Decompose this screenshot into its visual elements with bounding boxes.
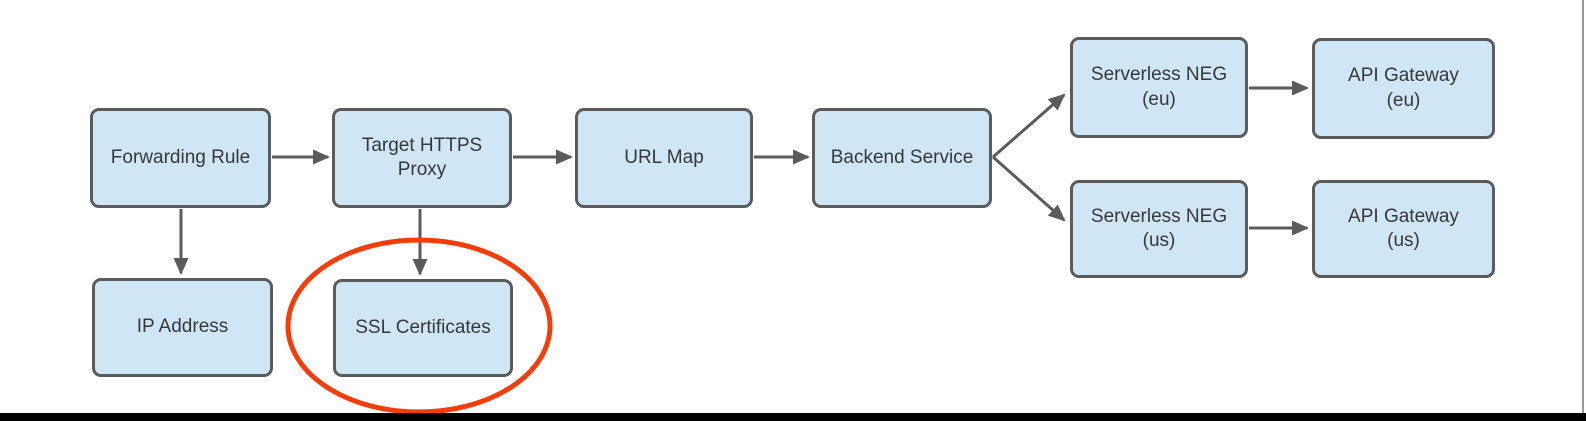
node-label: IP Address	[136, 316, 229, 338]
node-target-https-proxy: Target HTTPS Proxy	[332, 108, 512, 208]
node-serverless-neg-us: Serverless NEG (us)	[1070, 180, 1248, 278]
node-label: API Gateway	[1348, 65, 1459, 87]
node-label: URL Map	[624, 146, 704, 168]
node-label-line2: (eu)	[1386, 89, 1421, 111]
node-label: Forwarding Rule	[110, 146, 251, 168]
node-label: Backend Service	[830, 146, 974, 168]
node-label: API Gateway	[1348, 205, 1459, 227]
arrow-backend-service-to-serverless-neg-us	[992, 155, 1066, 222]
window-right-edge	[1582, 0, 1584, 421]
node-label-line2: (eu)	[1142, 88, 1176, 110]
node-label: SSL Certificates	[355, 316, 491, 338]
arrow-backend-service-to-serverless-neg-eu	[992, 93, 1066, 159]
node-label-line2: (us)	[1387, 230, 1420, 251]
node-label-line2: Proxy	[397, 159, 447, 180]
node-api-gateway-eu: API Gateway (eu)	[1312, 38, 1495, 139]
node-backend-service: Backend Service	[812, 108, 992, 208]
node-label: Serverless NEG	[1090, 205, 1228, 227]
node-ssl-certificates: SSL Certificates	[333, 279, 513, 377]
node-api-gateway-us: API Gateway (us)	[1312, 180, 1495, 278]
node-serverless-neg-eu: Serverless NEG (eu)	[1070, 37, 1248, 138]
node-label: Target HTTPS	[361, 134, 483, 156]
node-label: Serverless NEG	[1090, 64, 1228, 86]
window-bottom-bar	[0, 413, 1586, 421]
node-label-line2: (us)	[1142, 230, 1176, 251]
node-forwarding-rule: Forwarding Rule	[90, 108, 271, 208]
node-url-map: URL Map	[575, 108, 753, 208]
node-ip-address: IP Address	[92, 278, 273, 377]
